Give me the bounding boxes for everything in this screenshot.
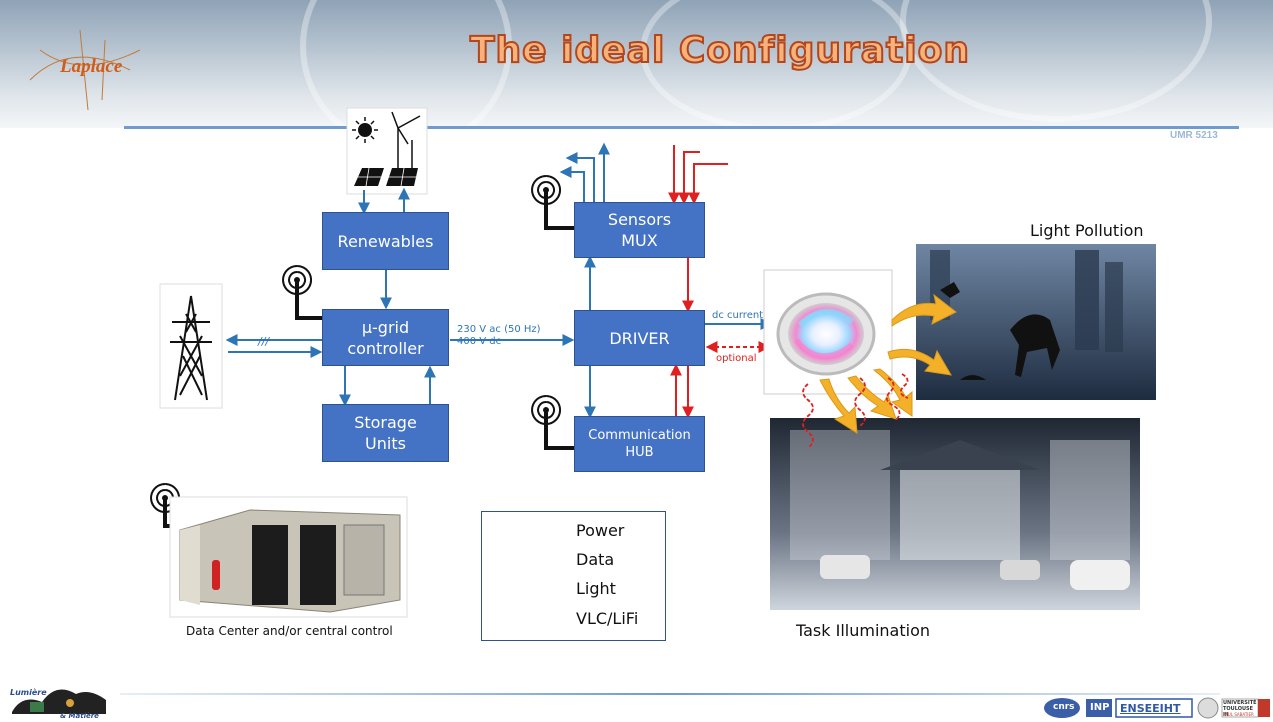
optional-label: optional xyxy=(716,353,757,364)
communication-hub-block: Communication HUB xyxy=(574,416,705,472)
renewables-label: Renewables xyxy=(337,231,434,251)
data-center-image xyxy=(169,496,408,618)
communication-hub-label: Communication HUB xyxy=(588,428,691,460)
voltage-ac-label: 230 V ac (50 Hz) xyxy=(457,324,541,335)
enseeiht-logo: ENSEEIHT xyxy=(1120,702,1181,715)
header-banner xyxy=(0,0,1273,128)
legend-light-label: Light xyxy=(576,579,616,598)
header-divider xyxy=(124,126,1239,129)
driver-block: DRIVER xyxy=(574,310,705,366)
legend-data-label: Data xyxy=(576,550,615,569)
task-illumination-image xyxy=(770,418,1140,610)
matiere-text: & Matière xyxy=(60,712,99,720)
legend-power-label: Power xyxy=(576,521,625,540)
power-pylon-image xyxy=(159,283,223,409)
storage-label: Storage Units xyxy=(354,413,417,453)
ut3-logo: UNIVERSITÉ TOULOUSE III xyxy=(1223,700,1257,718)
umr-label: UMR 5213 xyxy=(1170,130,1218,141)
legend: Power Data Light VLC/LiFi xyxy=(481,511,666,641)
antenna-icon xyxy=(531,175,574,230)
dc-current-label: dc current xyxy=(712,310,764,321)
data-center-label: Data Center and/or central control xyxy=(186,624,393,638)
driver-label: DRIVER xyxy=(609,328,670,348)
lumiere-text: Lumière xyxy=(10,688,47,697)
controller-label: µ-grid controller xyxy=(347,317,424,358)
lumiere-matiere-logo xyxy=(12,689,106,714)
slide-title: The ideal Configuration xyxy=(469,29,970,72)
sensors-mux-label: Sensors MUX xyxy=(607,210,672,250)
renewables-block: Renewables xyxy=(322,212,449,270)
sensors-mux-block: Sensors MUX xyxy=(574,202,705,258)
voltage-dc-label: 400 V dc xyxy=(457,336,502,347)
controller-block: µ-grid controller xyxy=(322,309,449,366)
laplace-logo: Laplace xyxy=(60,56,123,77)
led-luminaire-image xyxy=(763,269,893,395)
three-phase-mark: /// xyxy=(257,335,270,348)
legend-vlc-label: VLC/LiFi xyxy=(576,609,639,628)
partner-logos xyxy=(1044,697,1270,719)
antenna-icon xyxy=(282,265,325,320)
renewables-image xyxy=(346,107,428,195)
task-illumination-label: Task Illumination xyxy=(795,621,930,640)
footer-divider xyxy=(120,693,1220,695)
storage-block: Storage Units xyxy=(322,404,449,462)
inp-logo: INP xyxy=(1090,702,1110,713)
paul-sabatier-text: PAUL SABATIER xyxy=(1223,712,1254,717)
light-pollution-label: Light Pollution xyxy=(1030,221,1144,240)
antenna-icon xyxy=(531,395,574,450)
light-pollution-image xyxy=(916,244,1156,400)
laplace-logo-lines xyxy=(29,29,141,111)
cnrs-logo: cnrs xyxy=(1053,702,1075,712)
